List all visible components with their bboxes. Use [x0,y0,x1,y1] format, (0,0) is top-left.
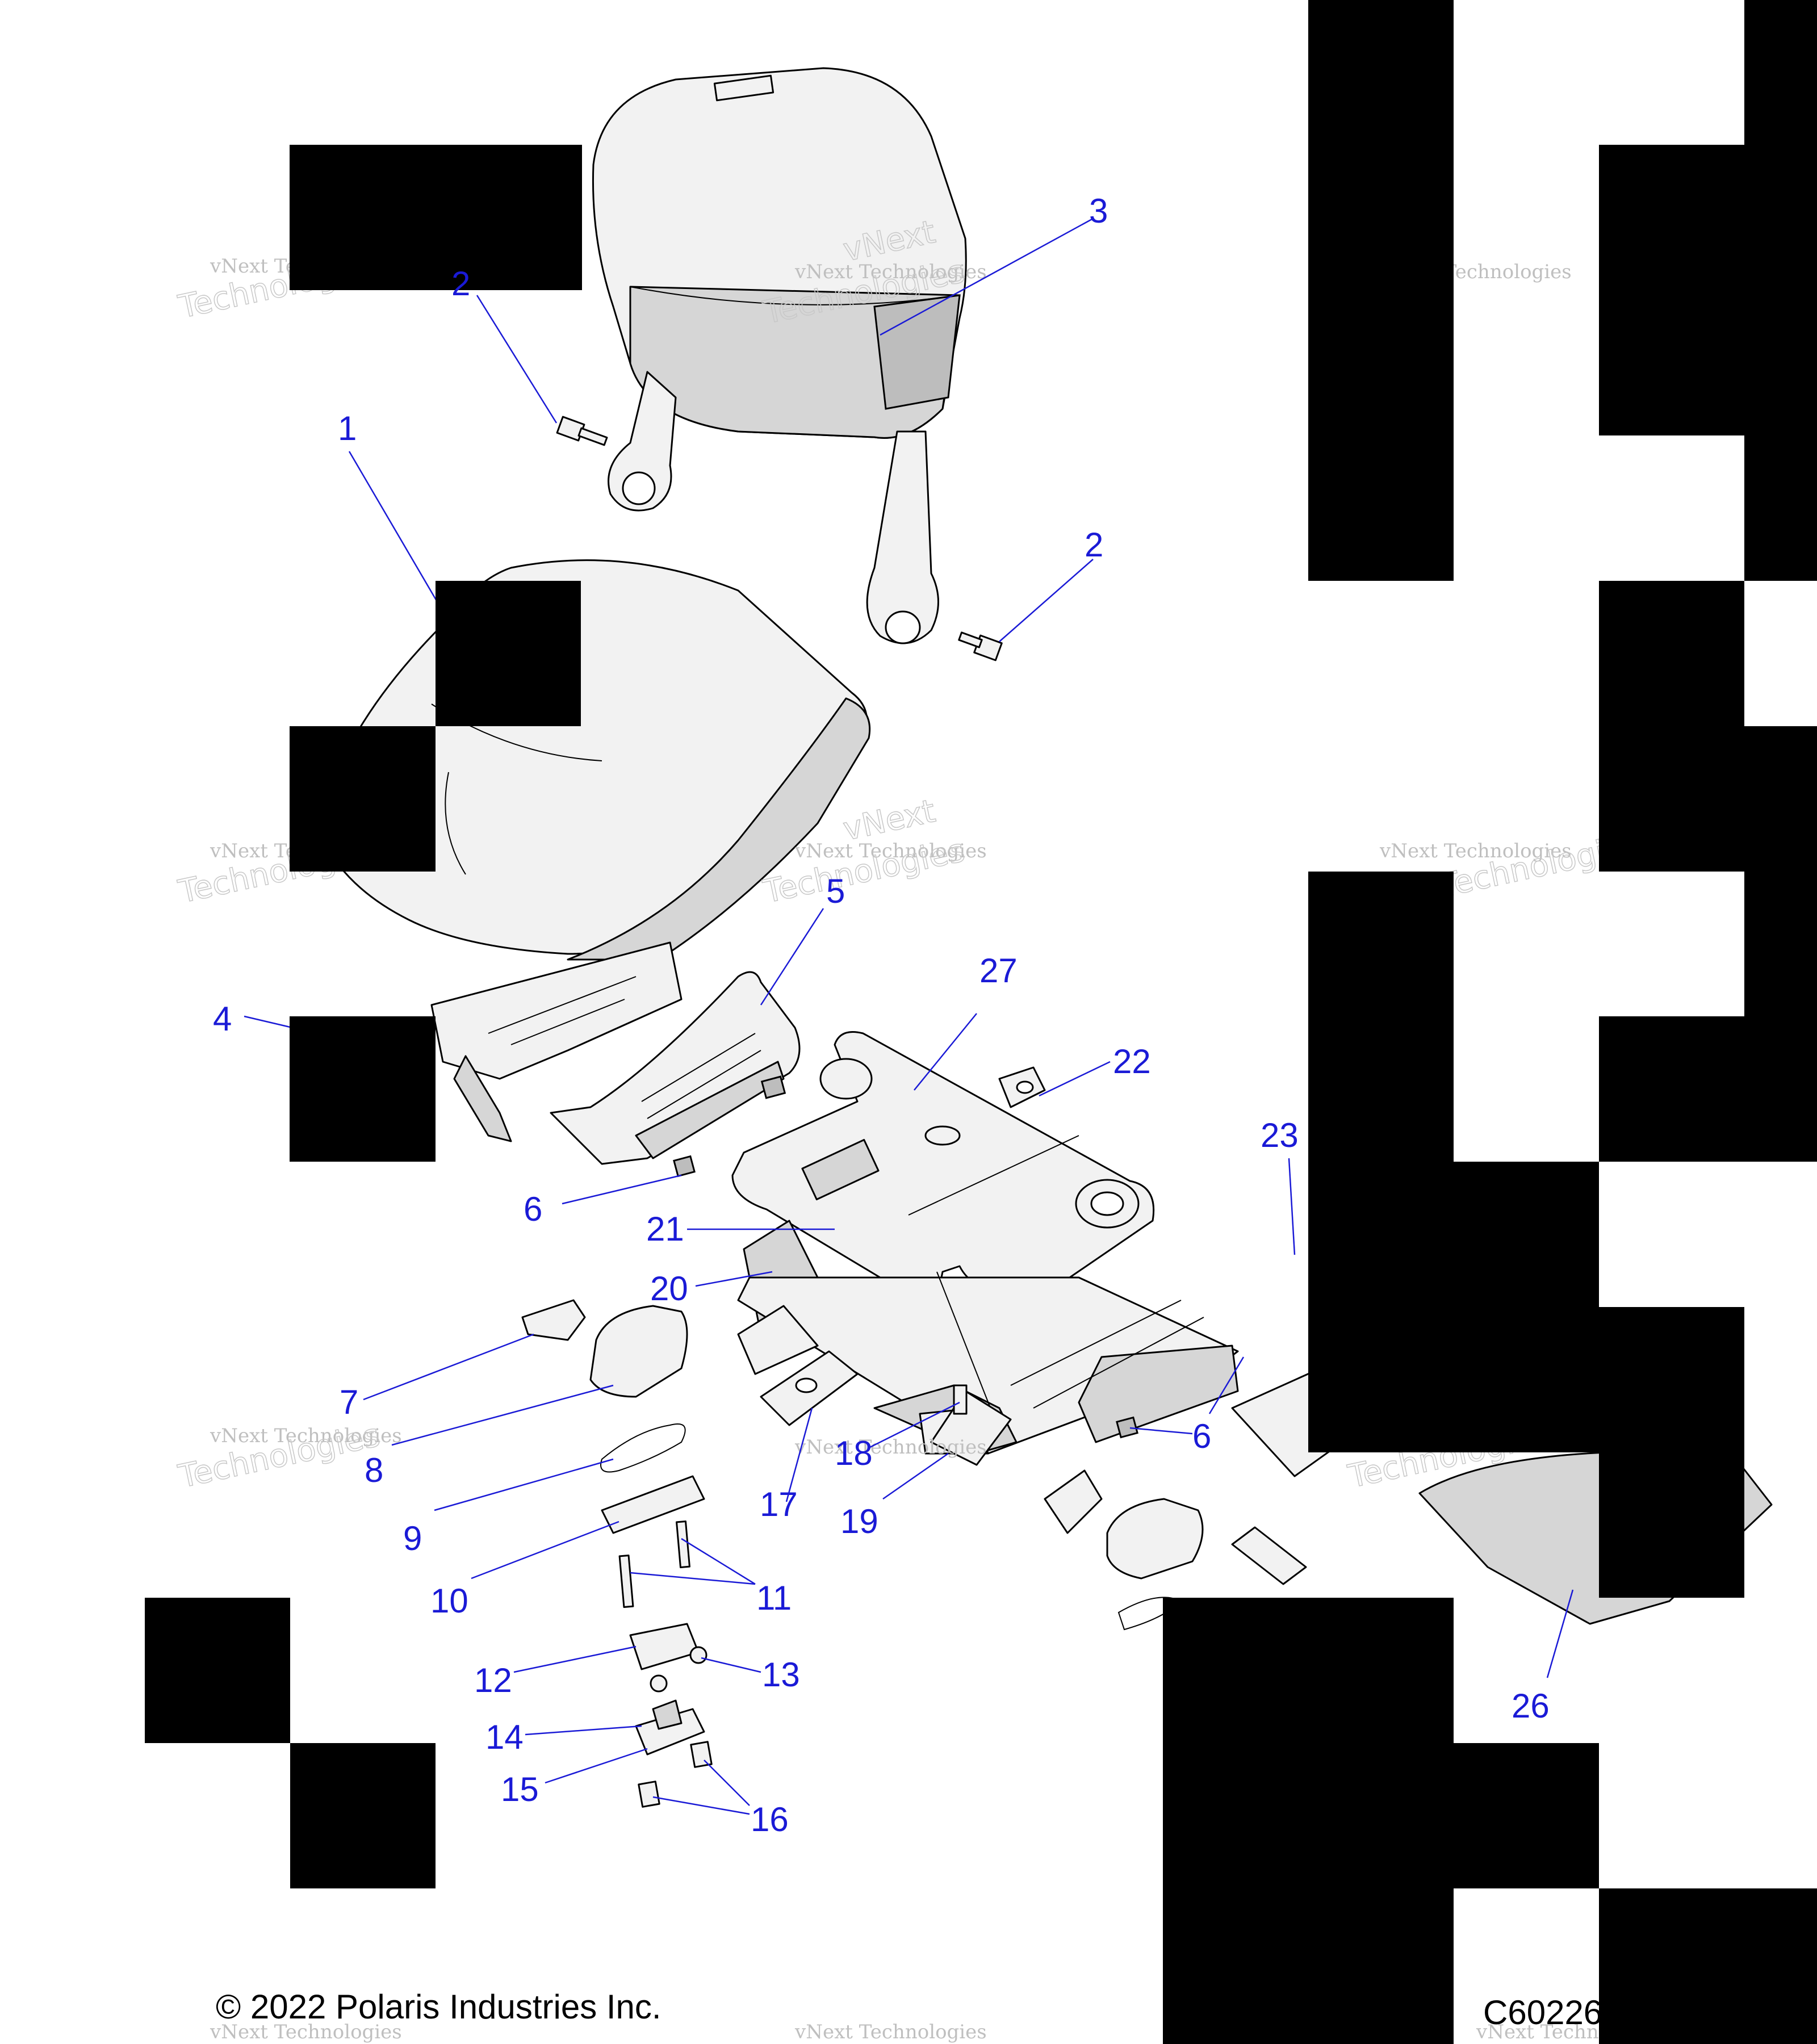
svg-text:vNext Technologies: vNext Technologies [794,1436,987,1459]
callout-19: 19 [840,1502,878,1540]
callout-1: 1 [338,409,357,447]
part-backrest [592,67,967,644]
clip-6b [1116,1416,1138,1439]
callout-4: 4 [213,1000,232,1038]
callout-22: 22 [1113,1042,1151,1080]
bolt-left [556,416,608,446]
leader-lines [244,217,1574,1815]
callout-5: 5 [826,872,845,910]
svg-text:vNext Technologies: vNext Technologies [794,840,987,862]
callout-13: 13 [762,1656,800,1694]
hardware-left-stack [521,1299,713,1808]
callout-27: 27 [979,952,1018,990]
callout-2b: 2 [1085,526,1103,564]
hardware-right-stack [1044,1469,1307,1631]
callout-20: 20 [650,1270,688,1308]
part-22 [998,1066,1046,1108]
callout-26: 26 [1512,1687,1550,1725]
clip-6a [673,1155,696,1178]
callout-6a: 6 [524,1190,542,1228]
callouts: 1 2 2 3 4 5 27 22 23 6 21 20 6 7 8 18 17… [213,192,1550,1838]
callout-7: 7 [340,1383,358,1421]
part-seat-frame [731,1031,1239,1455]
copyright-text: © 2022 Polaris Industries Inc. [216,1988,662,2026]
figure-id: C60226 [1483,1993,1602,2032]
callout-2a: 2 [451,265,470,303]
callout-6b: 6 [1192,1417,1211,1455]
callout-15: 15 [501,1770,539,1808]
bolt-right [958,631,1003,661]
hardware-center [760,1350,1012,1466]
callout-23: 23 [1261,1116,1299,1154]
svg-text:vNext Technologies: vNext Technologies [794,261,987,283]
part-side-panel [550,971,801,1165]
callout-12: 12 [474,1661,512,1699]
callout-11: 11 [756,1579,792,1617]
svg-text:vNext Technologies: vNext Technologies [210,2021,402,2043]
callout-9: 9 [403,1519,422,1557]
callout-3: 3 [1089,192,1108,230]
callout-16: 16 [751,1800,789,1838]
svg-text:vNext Technologies: vNext Technologies [210,1425,402,1447]
callout-14: 14 [485,1718,524,1756]
callout-18: 18 [835,1434,873,1472]
svg-text:vNext Technologies: vNext Technologies [1379,840,1572,862]
callout-8: 8 [365,1451,383,1489]
callout-21: 21 [646,1210,684,1248]
callout-10: 10 [430,1582,468,1620]
masks [145,0,1817,2044]
callout-17: 17 [760,1485,798,1523]
clip-5 [760,1075,786,1099]
svg-text:vNext Technologies: vNext Technologies [794,2021,987,2043]
